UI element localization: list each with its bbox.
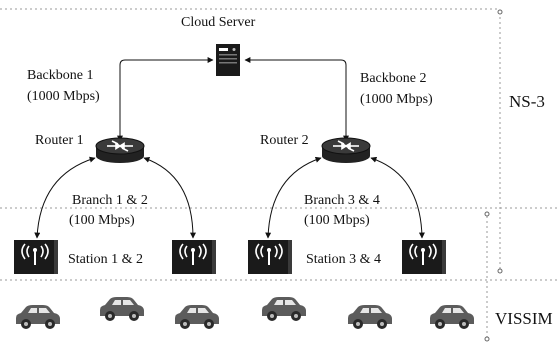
cloud-server-label: Cloud Server [181, 15, 256, 30]
backbone-2-speed: (1000 Mbps) [360, 92, 433, 107]
station-3-4-label: Station 3 & 4 [306, 252, 382, 267]
vehicle-icon [262, 297, 306, 321]
server-icon [216, 44, 240, 76]
branch-1-2-label: Branch 1 & 2 [72, 193, 148, 208]
vehicle-icon [430, 305, 474, 329]
vissim-top-endpoint [484, 211, 490, 217]
vehicle-icon [16, 305, 60, 329]
router-2-label: Router 2 [260, 133, 309, 148]
ns3-layer-label: NS-3 [509, 92, 545, 111]
backbone-2-link [244, 57, 349, 142]
branch-link-station-2 [143, 156, 196, 239]
router-1-icon [95, 137, 145, 163]
backbone-2-label: Backbone 2 [360, 71, 427, 86]
branch-link-station-3 [265, 156, 322, 239]
router-1-label: Router 1 [35, 133, 84, 148]
vissim-bottom-endpoint [484, 336, 490, 342]
branch-3-4-speed: (100 Mbps) [304, 213, 370, 228]
station-1-icon [14, 240, 58, 274]
station-2-icon [172, 240, 216, 274]
station-4-icon [402, 240, 446, 274]
branch-link-station-4 [370, 156, 425, 239]
bracket-endpoints [484, 9, 503, 342]
vehicles [16, 297, 474, 329]
backbone-1-speed: (1000 Mbps) [27, 89, 100, 104]
vehicle-icon [100, 297, 144, 321]
branch-3-4-label: Branch 3 & 4 [304, 193, 380, 208]
vehicle-icon [348, 305, 392, 329]
ns3-top-endpoint [497, 9, 503, 15]
branch-link-station-1 [34, 156, 96, 239]
router-2-icon [321, 137, 371, 163]
vissim-layer-label: VISSIM [495, 309, 553, 328]
station-1-2-label: Station 1 & 2 [68, 252, 144, 267]
backbone-1-label: Backbone 1 [27, 68, 94, 83]
layer-dividers [0, 8, 558, 338]
backbone-1-link [117, 57, 214, 142]
vehicle-icon [175, 305, 219, 329]
station-3-icon [248, 240, 292, 274]
branch-1-2-speed: (100 Mbps) [69, 213, 135, 228]
links [34, 57, 425, 239]
ns3-bottom-endpoint [497, 268, 503, 274]
